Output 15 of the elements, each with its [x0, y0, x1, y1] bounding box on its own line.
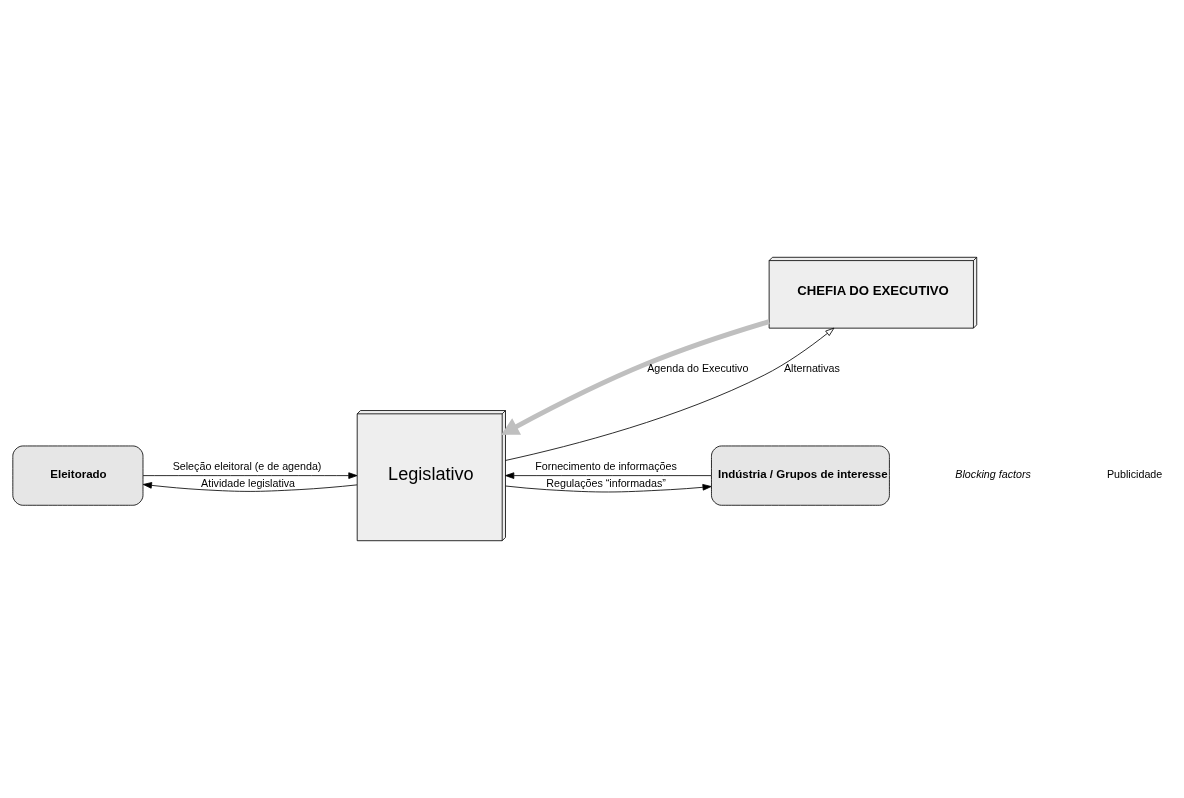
- label: Blocking factors: [955, 467, 1031, 480]
- edge-label: Fornecimento de informações: [535, 460, 677, 473]
- node-box: Eleitorado: [12, 445, 144, 506]
- edge-label: Atividade legislativa: [201, 476, 296, 489]
- edge-label: Seleção eleitoral (e de agenda): [172, 460, 322, 473]
- node-box: Indústria / Grupos de interesse: [711, 445, 890, 506]
- arrow: [505, 327, 835, 461]
- arrow: [505, 472, 712, 479]
- arrow: [505, 484, 712, 493]
- arrow: [142, 472, 358, 479]
- edge-label: Alternativas: [783, 362, 840, 375]
- edge-label: Regulações “informadas”: [546, 476, 666, 489]
- arrow: [142, 482, 358, 492]
- label: Publicidade: [1106, 468, 1163, 481]
- edge-label: Agenda do Executivo: [647, 362, 749, 375]
